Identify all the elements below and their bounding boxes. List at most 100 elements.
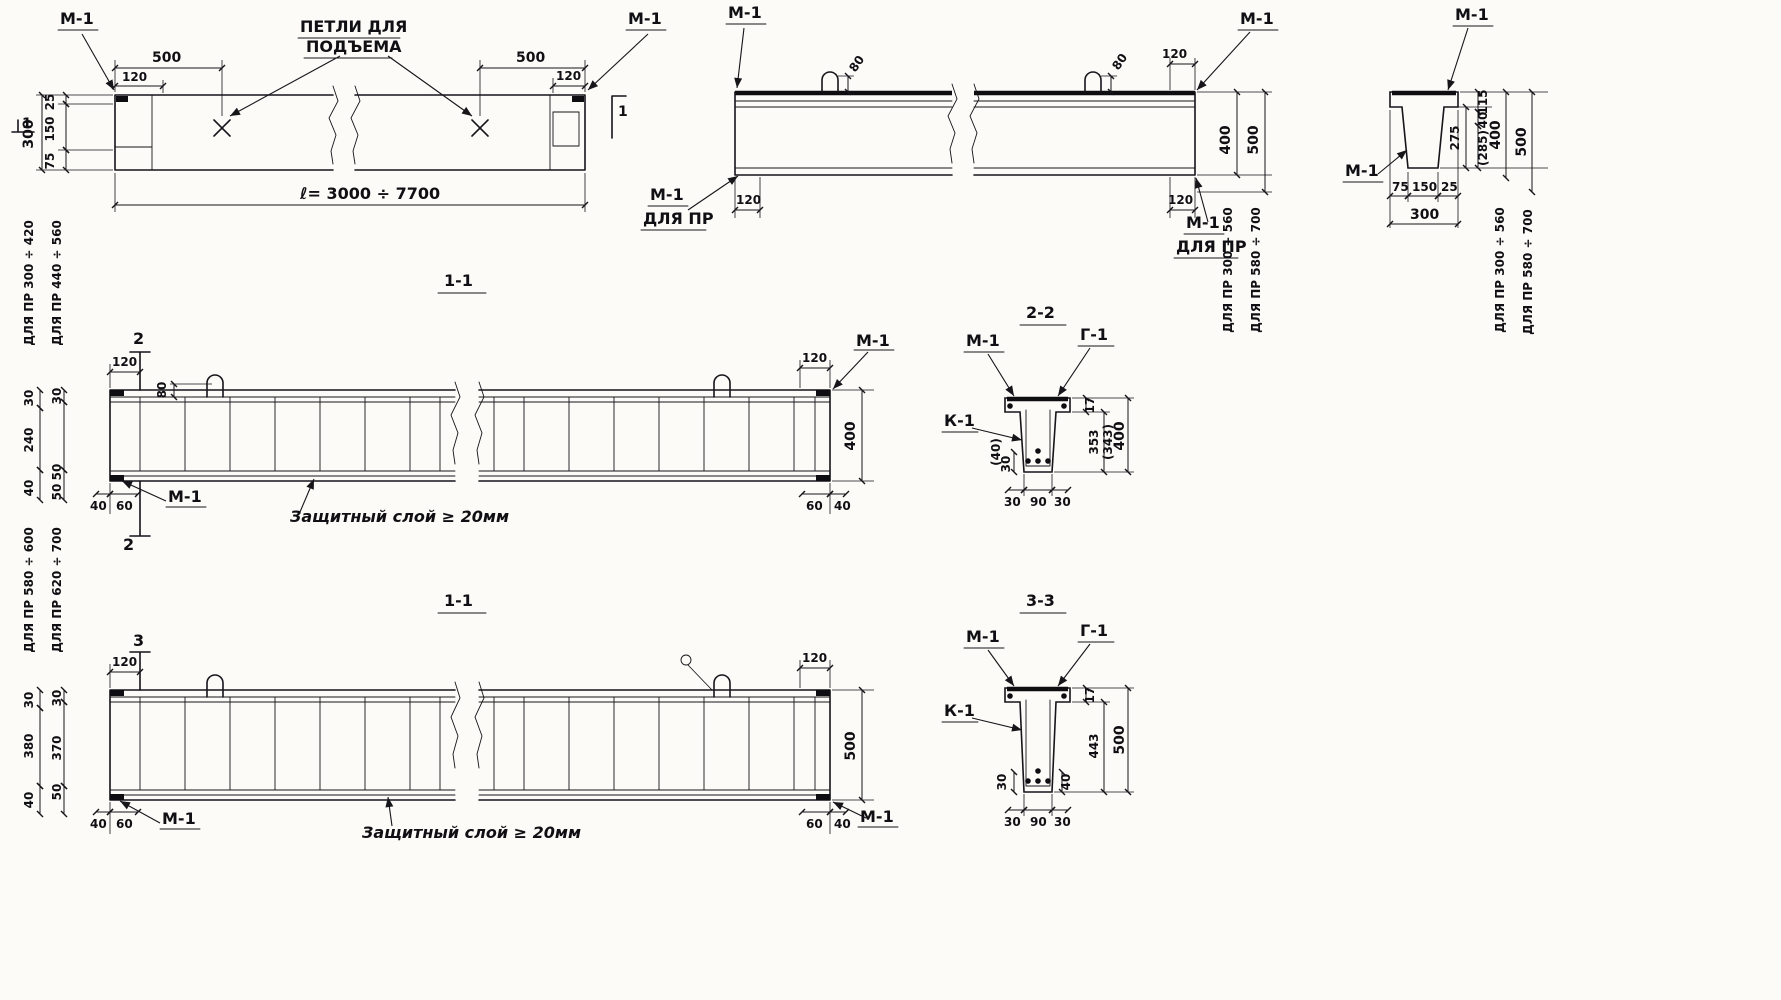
dim-40: 40: [22, 792, 36, 809]
section-leaders: [121, 351, 869, 513]
dim-120: 120: [802, 651, 827, 665]
dim-80: 80: [846, 53, 867, 75]
dimension-lines: [40, 368, 862, 500]
m1-label: М-1: [966, 627, 1000, 646]
section-title: 2-2: [1026, 303, 1055, 322]
m1-label: М-1: [162, 809, 196, 828]
dim-30: 30: [1054, 495, 1071, 509]
dim-30: 30: [999, 456, 1013, 473]
range-note: ДЛЯ ПР 440 ÷ 560: [50, 220, 64, 346]
extension-lines: [109, 660, 874, 834]
dim-285: (285): [1476, 130, 1490, 166]
m1-label: М-1: [628, 9, 662, 28]
dim-60: 60: [116, 499, 133, 513]
dim-40: 40: [90, 499, 107, 513]
dim-120: 120: [1168, 193, 1193, 207]
dim-25: 25: [43, 94, 57, 111]
dim-120: 120: [122, 70, 147, 84]
dim-400: 400: [1488, 120, 1504, 149]
dim-500: 500: [1246, 125, 1262, 154]
dim-60: 60: [116, 817, 133, 831]
break-lines: [328, 85, 361, 165]
dim-500: 500: [1112, 725, 1128, 754]
dim-400: 400: [1112, 421, 1128, 450]
dim-275: 275: [1448, 125, 1462, 150]
beam-outline: [734, 91, 1196, 176]
dim-120: 120: [802, 351, 827, 365]
lift-loops-label: ПОДЪЕМА: [306, 37, 402, 56]
section-mark-lines: [11, 95, 627, 139]
section-title: 1-1: [444, 271, 473, 290]
dim-40: 40: [22, 480, 36, 497]
xsec-leaders: [1377, 27, 1469, 175]
dim-30: 30: [1004, 495, 1021, 509]
label-underlines: [165, 349, 895, 508]
dim-500: 500: [152, 50, 181, 66]
dimension-lines: [1008, 688, 1128, 810]
range-note: ДЛЯ ПР 620 ÷ 700: [50, 527, 64, 653]
dim-75: 75: [43, 153, 57, 170]
dim-500: 500: [516, 50, 545, 66]
plan-view: М-1 М-1 ПЕТЛИ ДЛЯ ПОДЪЕМА 500 120 500 12…: [11, 9, 667, 212]
dim-30: 30: [50, 388, 64, 405]
g1-label: Г-1: [1080, 325, 1108, 344]
dim-120: 120: [112, 355, 137, 369]
dim-240: 240: [22, 427, 36, 452]
chord-lines: [109, 396, 831, 477]
dim-150: 150: [43, 116, 57, 141]
end-detail-lines: [114, 94, 580, 171]
dimension-lines: [40, 668, 862, 814]
dim-90: 90: [1030, 815, 1047, 829]
dim-50: 50: [50, 464, 64, 481]
dim-50: 50: [50, 784, 64, 801]
section-2-2: 2-2 М-1 Г-1 К-1 17 353 (343) 400 (40) 30…: [941, 303, 1134, 509]
section-1-1-bottom: 1-1 3 120 120 500 40 60 60 40 М-1 М-1 За…: [22, 527, 899, 842]
beam-outline: [114, 94, 586, 171]
label-underlines: [159, 826, 899, 830]
dim-370: 370: [50, 735, 64, 760]
dim-353: 353: [1087, 429, 1101, 454]
dim-length: ℓ= 3000 ÷ 7700: [299, 184, 440, 203]
dim-30: 30: [1054, 815, 1071, 829]
dimension-lines: [735, 64, 1265, 210]
dimension-lines: [42, 68, 585, 205]
section-mark-1: 1: [618, 104, 628, 120]
dim-500: 500: [843, 731, 859, 760]
dim-40: 40: [834, 817, 851, 831]
cover-note: Защитный слой ≥ 20мм: [289, 507, 509, 526]
range-note: ДЛЯ ПР 580 ÷ 700: [1521, 209, 1535, 335]
cover-note: Защитный слой ≥ 20мм: [361, 823, 581, 842]
section-leaders: [971, 643, 1091, 732]
m1-label: М-1: [728, 3, 762, 22]
label-underlines: [941, 641, 1115, 723]
dim-25: 25: [1441, 180, 1458, 194]
range-note: ДЛЯ ПР 580 ÷ 600: [22, 527, 36, 653]
dim-400: 400: [1218, 125, 1234, 154]
dim-90: 90: [1030, 495, 1047, 509]
beam-outline: [109, 689, 831, 801]
dim-75: 75: [1392, 180, 1409, 194]
g1-label: Г-1: [1080, 621, 1108, 640]
lift-loops-label: ПЕТЛИ ДЛЯ: [300, 17, 407, 36]
m1-label: М-1: [856, 331, 890, 350]
dim-30: 30: [1004, 815, 1021, 829]
dim-150: 150: [1412, 180, 1437, 194]
dimension-lines: [1390, 92, 1532, 224]
dim-30: 30: [22, 692, 36, 709]
m1-label: М-1: [1240, 9, 1274, 28]
dim-120: 120: [556, 69, 581, 83]
dim-400: 400: [843, 421, 859, 450]
section-leaders: [119, 796, 867, 827]
section-mark-3: 3: [133, 631, 144, 650]
m1-label: М-1: [1345, 161, 1379, 180]
dim-380: 380: [22, 733, 36, 758]
dim-80: 80: [155, 382, 169, 399]
dim-343: (343): [1101, 424, 1115, 460]
range-note: ДЛЯ ПР 580 ÷ 700: [1249, 207, 1263, 333]
dlya-pr-label: ДЛЯ ПР: [643, 209, 714, 228]
lifting-loops: [821, 71, 1102, 93]
m1-label: М-1: [168, 487, 202, 506]
dim-120: 120: [1162, 47, 1187, 61]
